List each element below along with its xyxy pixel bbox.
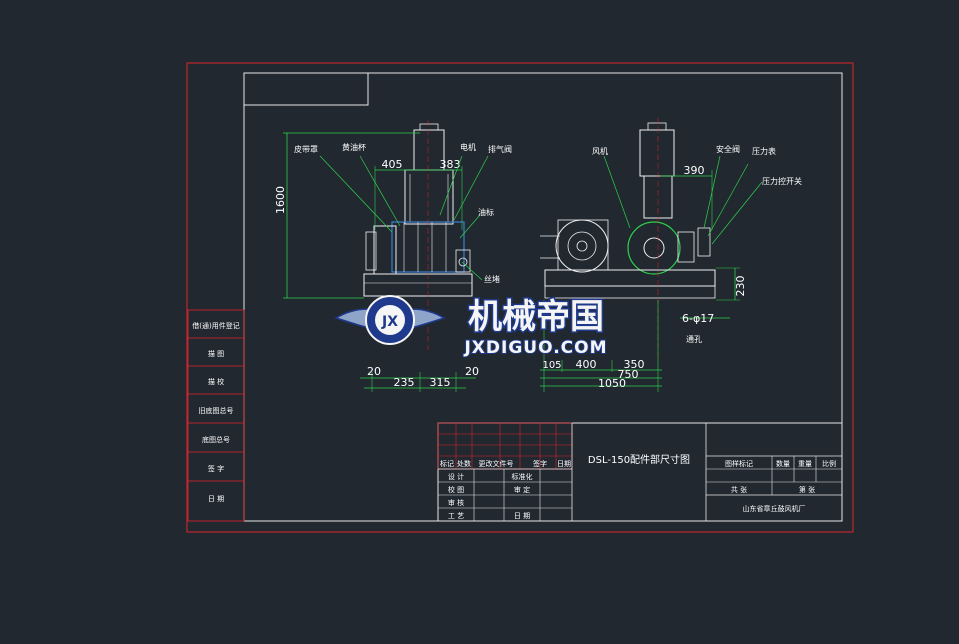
drawing-number-box <box>243 72 369 106</box>
title-scale: 比例 <box>822 459 836 468</box>
dim-bolt-holes: 6-φ17 <box>682 312 714 325</box>
title-block: 标记 处数 更改文件号 签字 日期 设 计 校 图 审 核 工 艺 标准化 审 … <box>437 422 843 522</box>
front-view-dimensions: 390 230 风机 安全阀 压力表 压力控开关 6-φ17 通孔 105 40… <box>540 144 802 392</box>
dim-405: 405 <box>382 158 403 171</box>
revision-header: 签字 <box>533 459 547 468</box>
side-label: 旧底图总号 <box>199 406 234 415</box>
front-view <box>540 118 716 360</box>
watermark-title: 机械帝国 <box>468 297 604 337</box>
callout-pressure-gauge: 压力表 <box>752 146 776 156</box>
title-drafting: 校 图 <box>448 485 464 494</box>
side-label: 日 期 <box>208 495 224 503</box>
title-design: 设 计 <box>448 472 464 481</box>
dim-bottom-right: 400 <box>576 358 597 371</box>
side-label: 描 校 <box>208 377 224 386</box>
sheet-border <box>186 62 854 533</box>
callout-motor: 电机 <box>460 142 476 152</box>
title-date: 日 期 <box>514 512 530 520</box>
revision-header: 更改文件号 <box>479 459 514 468</box>
side-label: 描 图 <box>208 349 224 358</box>
watermark-mark: JX <box>381 314 398 330</box>
watermark-logo: JX 机械帝国 JXDIGUO.COM <box>334 295 608 359</box>
side-label: 借(通)用件登记 <box>192 321 239 330</box>
dim-390: 390 <box>684 164 705 177</box>
title-weight: 数量 <box>776 459 790 468</box>
dim-bottom-right: 105 <box>542 360 561 371</box>
title-standardize: 标准化 <box>512 472 533 481</box>
title-stage: 图样标记 <box>725 459 753 468</box>
company-name: 山东省章丘鼓风机厂 <box>743 504 806 513</box>
drawing-title: DSL-150配件部尺寸图 <box>588 453 690 466</box>
dim-bottom-left: 20 <box>367 365 381 378</box>
callout-pressure-switch: 压力控开关 <box>762 176 802 186</box>
dim-bottom-left: 315 <box>430 376 451 389</box>
dim-bottom-right: 1050 <box>598 377 626 390</box>
side-registration-table: 借(通)用件登记 描 图 描 校 旧底图总号 底图总号 签 字 日 期 <box>187 309 245 522</box>
callout-fan: 风机 <box>592 146 608 156</box>
callout-safety-valve: 安全阀 <box>716 144 740 154</box>
dim-230: 230 <box>734 276 747 297</box>
dim-bottom-left: 20 <box>465 365 479 378</box>
side-label: 底图总号 <box>202 435 230 444</box>
dim-1600: 1600 <box>274 186 287 214</box>
dim-bottom-right: 350 <box>624 358 645 371</box>
dim-bolt-note: 通孔 <box>686 334 702 344</box>
revision-header: 处数 <box>457 459 471 468</box>
watermark-url: JXDIGUO.COM <box>463 338 607 358</box>
callout-belt-cover: 皮带罩 <box>294 144 318 154</box>
title-sheet-no: 第 张 <box>799 485 815 494</box>
dim-383: 383 <box>440 158 461 171</box>
title-sheets-total: 共 张 <box>731 485 747 494</box>
callout-exhaust: 排气阀 <box>488 144 512 154</box>
dim-bottom-right: 750 <box>618 368 639 381</box>
dim-bottom-left: 235 <box>394 376 415 389</box>
title-process: 工 艺 <box>448 512 464 520</box>
title-approve: 审 定 <box>514 485 530 494</box>
callout-oil-cup: 黄油杯 <box>342 142 366 152</box>
title-mass: 重量 <box>798 460 812 468</box>
side-view-dimensions: 1600 405 383 皮带罩 黄油杯 电机 排气阀 油标 丝堵 20 235… <box>274 132 512 392</box>
title-review: 审 核 <box>448 498 464 507</box>
callout-oil-mark: 油标 <box>478 207 494 217</box>
revision-header: 标记 <box>440 459 454 468</box>
side-view <box>363 120 473 350</box>
side-label: 签 字 <box>208 464 224 473</box>
callout-pipe: 丝堵 <box>484 274 500 284</box>
revision-header: 日期 <box>557 460 571 468</box>
